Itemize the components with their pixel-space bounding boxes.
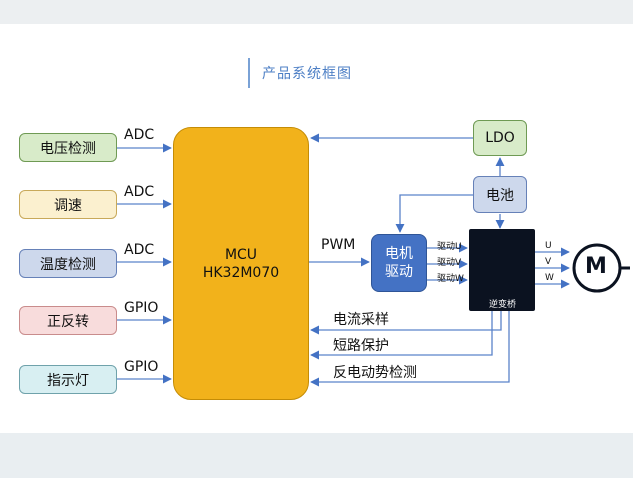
drive-w-label: 驱动W <box>437 274 464 284</box>
temperature-detect-label: 温度检测 <box>40 256 96 273</box>
motor-driver-block: 电机 驱动 <box>371 234 427 292</box>
mcu-block: MCU HK32M070 <box>173 127 309 400</box>
pwm-label: PWM <box>321 237 356 253</box>
drive-u-label: 驱动U <box>437 242 462 252</box>
inverter-label: 逆变桥 <box>489 300 517 310</box>
driver-line1: 电机 <box>385 246 413 262</box>
short-protect-label: 短路保护 <box>333 338 389 354</box>
bottom-band <box>0 433 633 478</box>
phase-w-label: W <box>545 273 554 283</box>
diagram-title: 产品系统框图 <box>262 66 352 82</box>
arrow-short-protect <box>310 311 493 360</box>
battery-box: 电池 <box>473 176 527 213</box>
title-accent-line <box>248 58 250 88</box>
speed-control-box: 调速 <box>19 190 117 219</box>
inverter-bridge-block <box>469 229 535 311</box>
driver-line2: 驱动 <box>385 264 413 280</box>
temperature-detect-box: 温度检测 <box>19 249 117 278</box>
top-band <box>0 0 633 24</box>
speed-control-label: 调速 <box>54 197 82 214</box>
arrow-bemf <box>310 311 510 387</box>
direction-label: 正反转 <box>47 313 89 330</box>
arrow-current-sense <box>310 311 502 335</box>
ldo-box: LDO <box>473 120 527 156</box>
phase-v-label: V <box>545 257 552 267</box>
voltage-detect-box: 电压检测 <box>19 133 117 162</box>
direction-box: 正反转 <box>19 306 117 335</box>
signal-gpio-direction: GPIO <box>124 300 159 316</box>
phase-u-label: U <box>545 241 552 251</box>
arrow-battery-driver <box>395 194 473 233</box>
mcu-model: HK32M070 <box>202 264 280 281</box>
signal-adc-speed: ADC <box>124 184 155 200</box>
current-sense-label: 电流采样 <box>333 312 389 328</box>
bemf-detect-label: 反电动势检测 <box>333 365 417 381</box>
signal-adc-voltage: ADC <box>124 127 155 143</box>
battery-label: 电池 <box>486 187 514 204</box>
mcu-name: MCU <box>224 246 258 263</box>
signal-gpio-indicator: GPIO <box>124 359 159 375</box>
signal-adc-temp: ADC <box>124 242 155 258</box>
motor-label: M <box>585 254 607 279</box>
ldo-label: LDO <box>485 130 515 146</box>
drive-v-label: 驱动V <box>437 258 462 268</box>
indicator-label: 指示灯 <box>47 372 89 389</box>
indicator-box: 指示灯 <box>19 365 117 394</box>
voltage-detect-label: 电压检测 <box>40 140 96 157</box>
